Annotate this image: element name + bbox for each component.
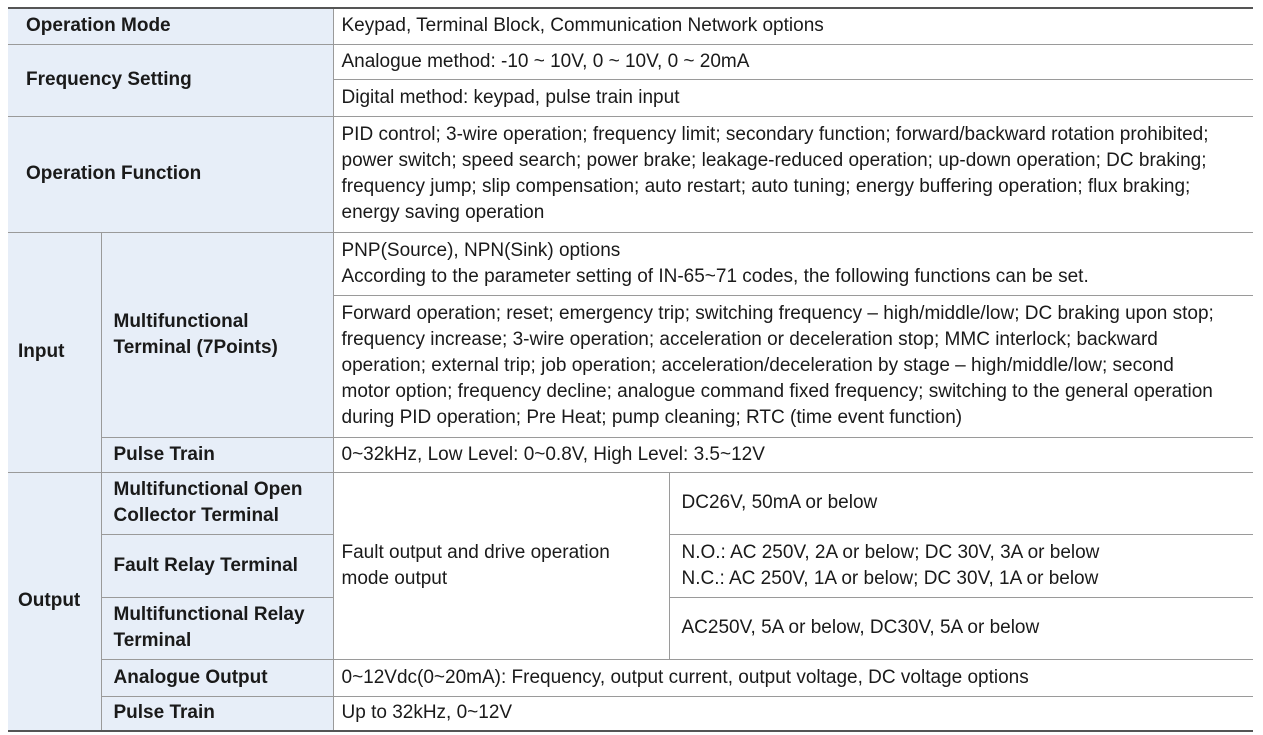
operation-mode-value: Keypad, Terminal Block, Communication Ne… (332, 7, 1254, 44)
row-operation-function: Operation Function PID control; 3-wire o… (8, 115, 1254, 232)
row-operation-mode: Operation Mode Keypad, Terminal Block, C… (8, 7, 1254, 44)
operation-function-label: Operation Function (8, 115, 333, 232)
fault-relay-label: Fault Relay Terminal (100, 533, 333, 597)
fault-relay-value-line: N.O.: AC 250V, 2A or below; DC 30V, 3A o… (681, 541, 1100, 563)
multifunctional-terminal-label: Multifunctional Terminal (7Points) (100, 231, 333, 437)
operation-function-line: energy saving operation (341, 202, 545, 223)
row-input-terminal-functions: Forward operation; reset; emergency trip… (8, 294, 1254, 437)
multifunctional-terminal-functions-value: Forward operation; reset; emergency trip… (332, 294, 1254, 437)
operation-mode-label: Operation Mode (8, 7, 333, 44)
row-output-multifunctional-relay: Multifunctional Relay Terminal AC250V, 5… (8, 596, 1254, 659)
row-frequency-setting-digital: Digital method: keypad, pulse train inpu… (8, 78, 1254, 116)
output-pulse-train-label: Pulse Train (100, 695, 333, 731)
terminal-functions-line: motor option; frequency decline; analogu… (341, 381, 1213, 402)
multifunctional-terminal-options-value: PNP(Source), NPN(Sink) options According… (332, 231, 1254, 295)
terminal-functions-line: Forward operation; reset; emergency trip… (341, 303, 1214, 324)
row-output-pulse-train: Pulse Train Up to 32kHz, 0~12V (8, 695, 1254, 731)
terminal-options-line: PNP(Source), NPN(Sink) options (341, 239, 621, 261)
frequency-setting-digital-value: Digital method: keypad, pulse train inpu… (332, 78, 1254, 116)
terminal-functions-line: during PID operation; Pre Heat; pump cle… (341, 407, 963, 428)
multifunctional-relay-label: Multifunctional Relay Terminal (100, 596, 333, 659)
multifunctional-terminal-label-line: Multifunctional (113, 310, 249, 332)
open-collector-label-line: Multifunctional Open (113, 479, 303, 500)
operation-function-line: frequency jump; slip compensation; auto … (341, 176, 1191, 197)
terminal-functions-line: operation; external trip; job operation;… (341, 355, 1174, 376)
multifunctional-terminal-label-line: Terminal (7Points) (113, 336, 278, 358)
fault-relay-value: N.O.: AC 250V, 2A or below; DC 30V, 3A o… (668, 533, 1254, 597)
open-collector-value: DC26V, 50mA or below (668, 471, 1254, 534)
row-output-open-collector: Output Multifunctional Open Collector Te… (8, 471, 1254, 731)
row-input-pulse-train: Pulse Train 0~32kHz, Low Level: 0~0.8V, … (8, 436, 1254, 472)
operation-function-value: PID control; 3-wire operation; frequency… (332, 115, 1254, 232)
operation-function-line: power switch; speed search; power brake;… (341, 150, 1207, 171)
output-pulse-train-value: Up to 32kHz, 0~12V (332, 695, 1254, 731)
fault-output-description-line: mode output (341, 567, 448, 589)
output-label: Output (8, 471, 101, 731)
frequency-setting-analogue-value: Analogue method: -10 ~ 10V, 0 ~ 10V, 0 ~… (332, 43, 1254, 79)
fault-relay-value-line: N.C.: AC 250V, 1A or below; DC 30V, 1A o… (681, 567, 1099, 589)
input-pulse-train-label: Pulse Train (100, 436, 333, 472)
row-frequency-setting-analogue: Frequency Setting Analogue method: -10 ~… (8, 43, 1254, 116)
open-collector-label-line: Collector Terminal (113, 505, 279, 526)
input-pulse-train-value: 0~32kHz, Low Level: 0~0.8V, High Level: … (332, 436, 1254, 472)
multifunctional-relay-label-line: Terminal (113, 630, 192, 651)
specification-table: Operation Mode Keypad, Terminal Block, C… (8, 7, 1254, 732)
analogue-output-value: 0~12Vdc(0~20mA): Frequency, output curre… (332, 658, 1254, 696)
terminal-functions-line: frequency increase; 3-wire operation; ac… (341, 329, 1158, 350)
open-collector-label: Multifunctional Open Collector Terminal (100, 471, 333, 534)
row-output-analogue: Analogue Output 0~12Vdc(0~20mA): Frequen… (8, 658, 1254, 696)
row-output-fault-relay: Fault Relay Terminal N.O.: AC 250V, 2A o… (8, 533, 1254, 597)
frequency-setting-label: Frequency Setting (8, 43, 333, 116)
multifunctional-relay-value: AC250V, 5A or below, DC30V, 5A or below (668, 596, 1254, 659)
terminal-options-line: According to the parameter setting of IN… (341, 265, 1089, 287)
fault-output-description: Fault output and drive operation mode ou… (332, 471, 669, 659)
operation-function-line: PID control; 3-wire operation; frequency… (341, 124, 1209, 145)
row-input-terminal-options: Input Multifunctional Terminal (7Points)… (8, 231, 1254, 472)
analogue-output-label: Analogue Output (100, 658, 333, 696)
input-label: Input (8, 231, 101, 472)
fault-output-description-line: Fault output and drive operation (341, 541, 610, 563)
multifunctional-relay-label-line: Multifunctional Relay (113, 604, 305, 625)
